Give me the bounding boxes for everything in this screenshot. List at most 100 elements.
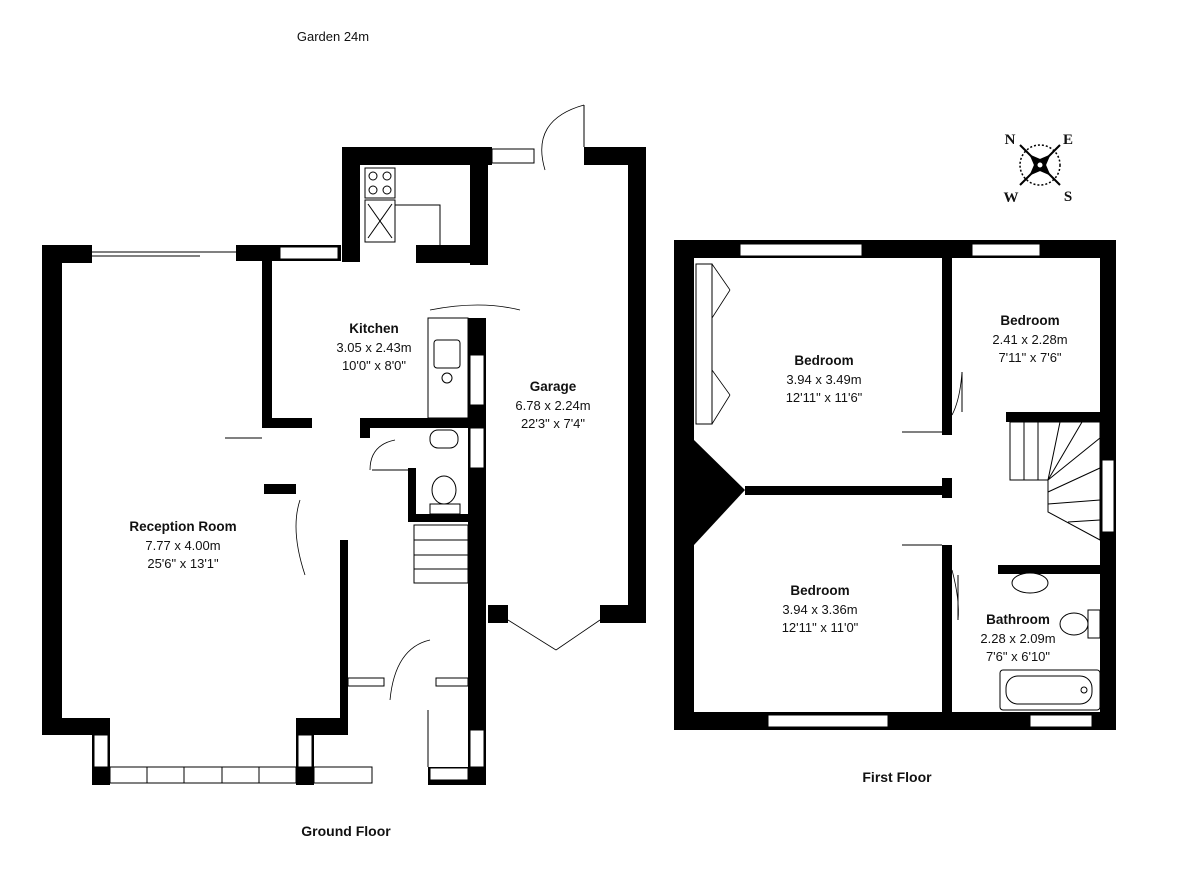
bay-side-window-east <box>297 734 313 768</box>
room-name: Garage <box>530 379 577 394</box>
bay-side-window-west <box>93 734 109 768</box>
kitchen-west-wall <box>262 245 272 425</box>
bathroom-west-wall <box>942 545 952 730</box>
wall-stub <box>942 478 952 498</box>
bedroom-2-window <box>971 243 1041 257</box>
reception-inner-wall <box>264 484 296 494</box>
room-imperial: 10'0" x 8'0" <box>342 358 406 373</box>
room-imperial: 12'11" x 11'0" <box>782 620 859 635</box>
garage-east-wall <box>628 147 646 623</box>
bathroom-door-swing <box>951 569 959 621</box>
hob-ring-icon <box>382 185 392 195</box>
bedroom-2-west-wall <box>942 240 952 435</box>
wc-window <box>469 427 485 469</box>
garage-side-window <box>469 354 485 406</box>
radiator <box>435 677 469 687</box>
room-imperial: 25'6" x 13'1" <box>147 556 219 571</box>
bathroom-toilet-icon <box>1059 612 1089 636</box>
reception-north-wall-left <box>42 245 92 263</box>
garage-label: Garage 6.78 x 2.24m 22'3" x 7'4" <box>515 379 590 431</box>
garden-label: Garden 24m <box>297 29 369 44</box>
bedroom-3-label: Bedroom 3.94 x 3.36m 12'11" x 11'0" <box>782 583 859 635</box>
bedroom-2-label: Bedroom 2.41 x 2.28m 7'11" x 7'6" <box>992 313 1067 365</box>
landing-window <box>1101 459 1115 533</box>
wc-south-wall <box>408 514 468 522</box>
bathroom-label: Bathroom 2.28 x 2.09m 7'6" x 6'10" <box>980 612 1055 664</box>
ground-floor-stairs <box>413 524 469 584</box>
bedroom-2-south-wall <box>1006 412 1106 422</box>
wardrobe-door <box>711 263 731 319</box>
reception-room-label: Reception Room 7.77 x 4.00m 25'6" x 13'1… <box>129 519 236 571</box>
bedroom-1-window <box>739 243 863 257</box>
front-door-swing <box>389 639 431 701</box>
room-name: Bedroom <box>794 353 853 368</box>
first-floor-west-wall <box>674 240 694 730</box>
room-metric: 3.94 x 3.36m <box>782 602 857 617</box>
bathroom-basin-icon <box>1011 572 1049 594</box>
wc-west-wall <box>408 468 416 518</box>
reception-door-swing <box>295 499 306 576</box>
kitchen-north-wall <box>342 147 492 165</box>
bedroom-1-label: Bedroom 3.94 x 3.49m 12'11" x 11'6" <box>786 353 863 405</box>
cooker <box>364 167 396 199</box>
hob-ring-icon <box>368 185 378 195</box>
hob-ring-icon <box>368 171 378 181</box>
bedroom-3-window <box>767 714 889 728</box>
first-floor-title: First Floor <box>862 769 932 785</box>
kitchen-door-swing <box>429 304 521 311</box>
reception-east-wall <box>340 540 348 735</box>
room-metric: 2.41 x 2.28m <box>992 332 1067 347</box>
compass-s: S <box>1064 189 1072 205</box>
kitchen-window <box>279 246 339 260</box>
bathroom-cistern-icon <box>1087 609 1101 639</box>
room-name: Bedroom <box>790 583 849 598</box>
reception-west-wall <box>42 245 62 735</box>
bedrooms-party-wall <box>745 486 950 495</box>
compass-n: N <box>1005 132 1016 148</box>
front-window <box>313 766 373 784</box>
garage-sw-wall <box>488 605 508 623</box>
utility-window <box>491 148 535 164</box>
kitchen-south-wall-right <box>360 418 475 428</box>
room-metric: 3.94 x 3.49m <box>786 372 861 387</box>
room-imperial: 22'3" x 7'4" <box>521 416 585 431</box>
room-imperial: 12'11" x 11'6" <box>786 390 863 405</box>
garage-se-wall <box>600 605 646 623</box>
porch-side-window <box>469 729 485 768</box>
garage-door <box>507 619 601 651</box>
hob-ring-icon <box>382 171 392 181</box>
worktop <box>395 204 441 245</box>
radiator <box>347 677 385 687</box>
bathroom-window <box>1029 714 1093 728</box>
room-name: Reception Room <box>129 519 236 534</box>
room-name: Bedroom <box>1000 313 1059 328</box>
drainer-icon <box>441 372 453 384</box>
chimney-breast <box>694 440 745 545</box>
compass-rose-icon: N E W S <box>1004 132 1074 206</box>
kitchen-north-west-wall <box>342 147 360 262</box>
kitchen-north-inner-wall <box>416 245 488 263</box>
room-metric: 7.77 x 4.00m <box>145 538 220 553</box>
porch-window <box>429 767 469 781</box>
wc-basin-icon <box>429 429 459 449</box>
wc-cistern-icon <box>429 503 461 515</box>
bathroom-north-wall <box>998 565 1106 574</box>
room-metric: 6.78 x 2.24m <box>515 398 590 413</box>
room-imperial: 7'6" x 6'10" <box>986 649 1050 664</box>
wc-toilet-icon <box>431 475 457 505</box>
first-floor-stairs <box>1009 421 1101 541</box>
kitchen-south-wall-left <box>262 418 312 428</box>
wardrobe <box>695 263 713 425</box>
wardrobe-door <box>711 369 731 425</box>
hall-door-swing <box>369 439 396 471</box>
compass-e: E <box>1063 132 1073 148</box>
bay-window <box>109 766 297 784</box>
reception-south-wall-right <box>296 718 348 735</box>
ground-floor-title: Ground Floor <box>301 823 391 839</box>
room-metric: 2.28 x 2.09m <box>980 631 1055 646</box>
kitchen-label: Kitchen 3.05 x 2.43m 10'0" x 8'0" <box>336 321 411 373</box>
reception-south-wall-left <box>42 718 110 735</box>
sink-bowl-icon <box>433 339 461 369</box>
ground-floor-plan <box>42 104 646 785</box>
